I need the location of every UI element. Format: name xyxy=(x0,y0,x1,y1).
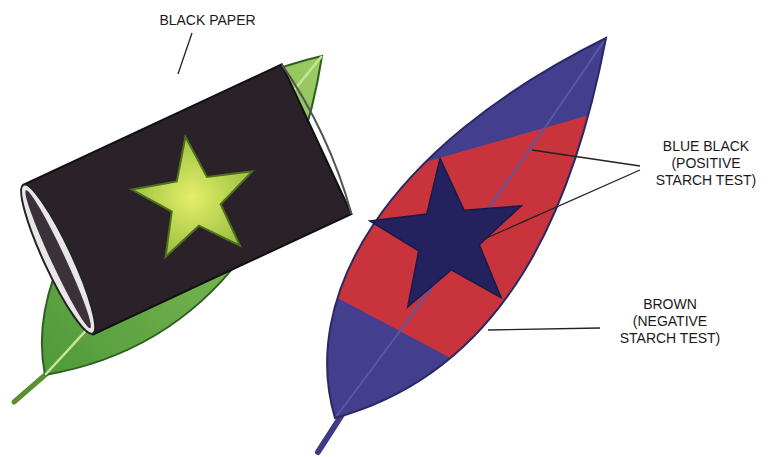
leaf-outline xyxy=(327,38,606,418)
paper-rim-inner xyxy=(20,187,97,331)
leaf-midrib xyxy=(335,38,606,418)
leader-line xyxy=(482,170,640,240)
black-paper xyxy=(11,61,358,340)
part-label: BLACK PAPER xyxy=(140,12,275,29)
paper-rim xyxy=(11,179,106,339)
leader-line xyxy=(532,150,640,166)
part-label: BROWN (NEGATIVE STARCH TEST) xyxy=(605,296,735,346)
star-cutout xyxy=(132,137,252,257)
part-label: BLUE BLACK (POSITIVE STARCH TEST) xyxy=(645,138,767,188)
leader-lines xyxy=(178,33,640,330)
right-leaf xyxy=(280,20,660,452)
paper-edge xyxy=(282,61,358,213)
leader-line xyxy=(488,328,600,330)
star-cutout xyxy=(132,137,252,257)
brown-region xyxy=(300,112,660,395)
leader-line xyxy=(178,33,192,74)
blue-black-region xyxy=(280,20,640,440)
